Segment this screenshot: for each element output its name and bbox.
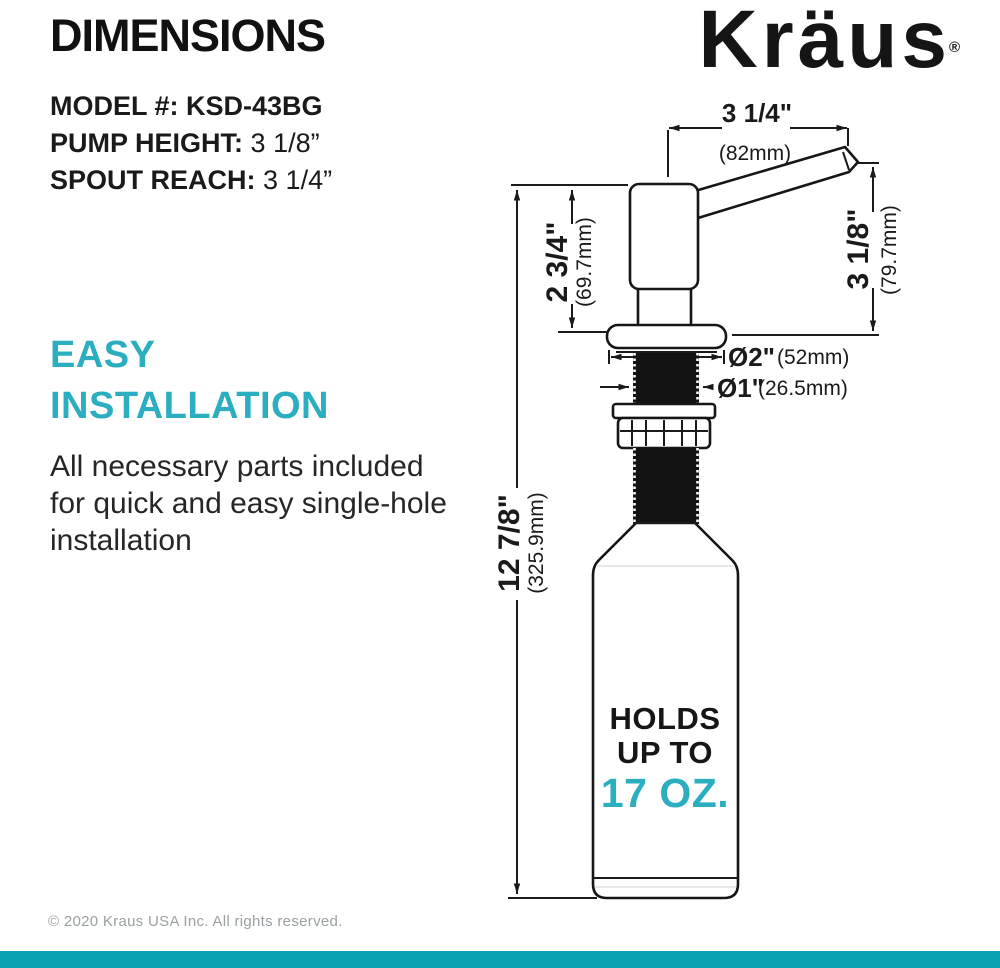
label-shank-diameter-in: Ø1" [717, 373, 764, 403]
spec-value-spout-reach: 3 1/4” [263, 165, 333, 195]
label-head-height-in: 2 3/4" [541, 222, 574, 303]
feature-body: All necessary parts included for quick a… [50, 448, 447, 559]
label-head-height-mm: (69.7mm) [573, 217, 596, 307]
page-title: DIMENSIONS [50, 10, 326, 61]
capacity-value: 17 OZ. [600, 770, 730, 816]
registered-trademark-icon: ® [948, 39, 960, 56]
feature-body-line2: for quick and easy single-hole [50, 487, 447, 520]
spec-line-model: MODEL #: KSD-43BG [50, 88, 332, 125]
pump-head [628, 182, 700, 291]
kraus-logo: Kräus® [699, 0, 963, 81]
label-flange-diameter-in: Ø2" [728, 342, 775, 372]
mounting-nut [611, 402, 717, 450]
product-drawing [591, 145, 860, 900]
threaded-shank-lower [633, 448, 699, 523]
label-spout-reach-in: 3 1/4" [722, 98, 792, 128]
label-shank-diameter-mm: (26.5mm) [758, 377, 848, 400]
threaded-shank-upper [633, 353, 699, 406]
spec-line-spout-reach: SPOUT REACH: 3 1/4” [50, 162, 332, 199]
spec-label-spout-reach: SPOUT REACH: [50, 165, 256, 195]
capacity-line2: UP TO [616, 735, 714, 770]
feature-heading-line2: INSTALLATION [50, 385, 329, 427]
bottle [591, 521, 740, 900]
flange [605, 323, 728, 350]
feature-body-line1: All necessary parts included [50, 450, 424, 483]
feature-heading-line1: EASY [50, 334, 156, 376]
extension-lines [508, 128, 879, 899]
copyright-text: © 2020 Kraus USA Inc. All rights reserve… [48, 913, 343, 930]
dimension-labels: 3 1/4" (82mm) 3 1/8" (79.7mm) 2 3/4" (69… [493, 98, 901, 594]
nut-ribs [631, 420, 697, 446]
nut-rim [611, 402, 717, 420]
capacity-line1: HOLDS [609, 701, 721, 736]
label-spout-reach-mm: (82mm) [719, 142, 791, 165]
label-total-height-mm: (325.9mm) [525, 492, 548, 594]
label-total-height-in: 12 7/8" [493, 494, 526, 592]
spec-value-model: KSD-43BG [186, 91, 323, 121]
pump-neck [636, 286, 693, 330]
label-flange-diameter-mm: (52mm) [777, 346, 849, 369]
spec-list: MODEL #: KSD-43BG PUMP HEIGHT: 3 1/8” SP… [50, 88, 332, 199]
feature-heading: EASY INSTALLATION [50, 330, 329, 432]
kraus-logo-text: Kräus [698, 0, 951, 85]
label-pump-height-in: 3 1/8" [842, 209, 875, 290]
spout-tip-crease [842, 151, 850, 171]
spec-line-pump-height: PUMP HEIGHT: 3 1/8” [50, 125, 332, 162]
feature-body-line3: installation [50, 524, 192, 557]
spec-value-pump-height: 3 1/8” [250, 128, 320, 158]
label-pump-height-mm: (79.7mm) [878, 205, 901, 295]
footer-accent-bar [0, 951, 1000, 968]
spec-label-model: MODEL #: [50, 91, 179, 121]
capacity-label: HOLDS UP TO 17 OZ. [565, 701, 765, 816]
spec-label-pump-height: PUMP HEIGHT: [50, 128, 244, 158]
